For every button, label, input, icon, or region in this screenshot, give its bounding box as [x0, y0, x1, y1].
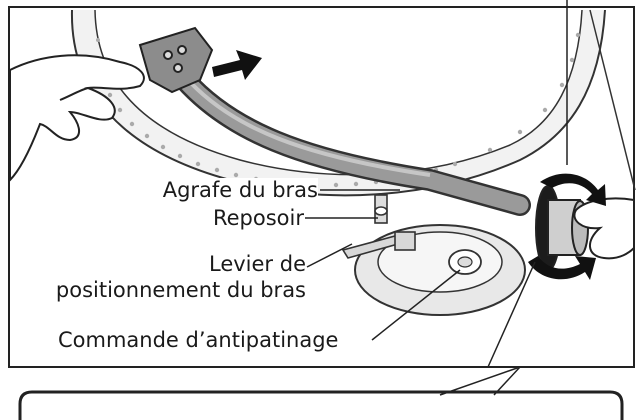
bottom-callout-box — [18, 390, 624, 420]
leader-lines — [305, 189, 536, 396]
counterweight — [535, 185, 589, 271]
label-cueing-lever-line1: Levier de — [180, 252, 306, 276]
label-antiskating-control: Commande d’antipatinage — [58, 328, 339, 352]
tonearm-base — [354, 224, 526, 316]
right-hand — [573, 197, 635, 260]
rotation-arrows — [528, 173, 606, 280]
cueing-lever — [341, 231, 416, 259]
label-arm-clamp: Agrafe du bras — [128, 178, 318, 202]
direction-arrow — [212, 50, 262, 80]
label-arm-rest: Reposoir — [148, 206, 304, 230]
tonearm — [174, 69, 531, 216]
left-hand — [9, 54, 145, 183]
headshell — [138, 26, 214, 94]
label-cueing-lever-line2: positionnement du bras — [32, 278, 306, 302]
arm-rest-part — [374, 194, 388, 224]
